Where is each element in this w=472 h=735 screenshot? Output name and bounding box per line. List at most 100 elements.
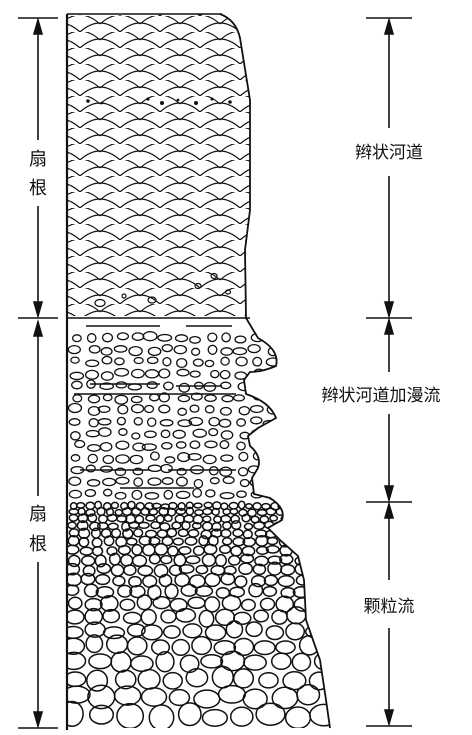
- cobble-clast: [309, 598, 327, 609]
- gravel-clast: [222, 396, 233, 402]
- cobble-clast: [254, 610, 268, 622]
- cobble-clast: [286, 623, 304, 640]
- cobble-clast: [270, 515, 277, 521]
- cobble-clast: [325, 565, 336, 573]
- gravel-clast: [133, 443, 145, 451]
- gravel-clast: [250, 406, 263, 413]
- gravel-clast: [86, 360, 99, 366]
- gravel-clast: [221, 431, 232, 439]
- cobble-clast: [221, 651, 245, 670]
- cobble-clast: [235, 576, 247, 587]
- gravel-clast: [132, 369, 145, 377]
- cobble-clast: [246, 622, 262, 636]
- cobble-clast: [264, 575, 277, 585]
- cobble-clast: [305, 523, 314, 530]
- gravel-clast: [86, 431, 99, 437]
- gravel-clast: [236, 357, 247, 366]
- gravel-clast: [176, 335, 188, 342]
- cobble-clast: [310, 574, 326, 586]
- cobble-clast: [259, 673, 278, 688]
- gravel-clast: [148, 347, 160, 355]
- gravel-clast: [160, 420, 173, 426]
- gravel-clast: [88, 445, 101, 452]
- cobble-clast: [203, 516, 211, 522]
- gravel-clast: [264, 334, 275, 340]
- cobble-clast: [188, 530, 198, 537]
- cobble-clast: [111, 652, 131, 672]
- cobble-clast: [216, 609, 235, 625]
- gravel-clast: [165, 457, 175, 463]
- gravel-clast: [132, 490, 142, 499]
- cobble-clast: [96, 575, 110, 585]
- column-fill: [61, 14, 340, 730]
- cobble-clast: [113, 576, 125, 585]
- gravel-clast: [264, 477, 277, 484]
- gravel-clast: [208, 345, 217, 354]
- gravel-clast: [251, 382, 260, 390]
- cobble-clast: [327, 539, 337, 546]
- gravel-clast: [266, 358, 279, 366]
- gravel-clast: [147, 382, 157, 389]
- cobble-clast: [138, 670, 160, 689]
- cobble-clast: [272, 653, 291, 669]
- gravel-clast: [179, 383, 189, 392]
- gravel-clast: [73, 395, 82, 402]
- gravel-clast: [145, 406, 154, 413]
- gravel-clast: [129, 347, 142, 356]
- gravel-clast: [70, 372, 83, 379]
- cobble-clast: [229, 556, 240, 565]
- gravel-clast: [151, 452, 160, 460]
- gravel-clast: [190, 441, 200, 448]
- cobble-clast: [323, 555, 335, 563]
- cobble-clast: [146, 515, 155, 521]
- gravel-clast: [115, 395, 128, 404]
- gravel-clast: [239, 452, 248, 460]
- gravel-clast: [158, 335, 172, 342]
- cobble-clast: [244, 655, 266, 670]
- cobble-clast: [132, 508, 141, 515]
- cobble-clast: [288, 529, 298, 537]
- gravel-clast: [102, 357, 112, 364]
- left-label-upper-line2: 根: [29, 178, 47, 199]
- gravel-clast: [75, 441, 85, 448]
- cobble-clast: [223, 538, 232, 545]
- gravel-clast: [69, 419, 80, 426]
- cobble-clast: [221, 573, 234, 584]
- gravel-clast: [220, 467, 232, 476]
- gravel-clast: [115, 468, 125, 475]
- cobble-clast: [183, 624, 202, 638]
- gravel-clast: [73, 335, 82, 342]
- cobble-clast: [138, 566, 152, 576]
- cobble-clast: [308, 530, 319, 540]
- cobble-clast: [315, 522, 323, 530]
- gravel-clast: [148, 465, 161, 471]
- cobble-clast: [276, 641, 295, 654]
- cobble-clast: [234, 669, 254, 688]
- gravel-clast: [116, 382, 126, 388]
- cobble-clast: [266, 626, 283, 640]
- gravel-clast: [270, 383, 280, 390]
- cobble-clast: [93, 547, 103, 556]
- gravel-clast: [210, 467, 219, 475]
- cobble-clast: [139, 522, 149, 528]
- cobble-clast: [245, 524, 253, 530]
- gravel-clast: [233, 348, 246, 355]
- cobble-clast: [153, 597, 170, 609]
- cobble-clast: [308, 555, 319, 567]
- cobble-clast: [219, 686, 246, 703]
- cobble-clast: [321, 504, 328, 509]
- gravel-clast: [133, 468, 142, 474]
- cobble-clast: [82, 556, 95, 566]
- gravel-clast: [164, 382, 173, 390]
- gravel-clast: [192, 348, 200, 355]
- gravel-clast: [115, 369, 129, 377]
- gravel-clast: [142, 444, 156, 450]
- cross-bedding-pattern: [67, 14, 267, 316]
- cobble-clast: [201, 655, 223, 668]
- cobble-clast: [97, 508, 105, 516]
- left-label-upper-line1: 扇: [29, 149, 47, 170]
- cobble-clast: [253, 503, 261, 510]
- cobble-clast: [133, 555, 147, 566]
- cobble-clast: [222, 596, 240, 611]
- gravel-clast: [219, 419, 230, 427]
